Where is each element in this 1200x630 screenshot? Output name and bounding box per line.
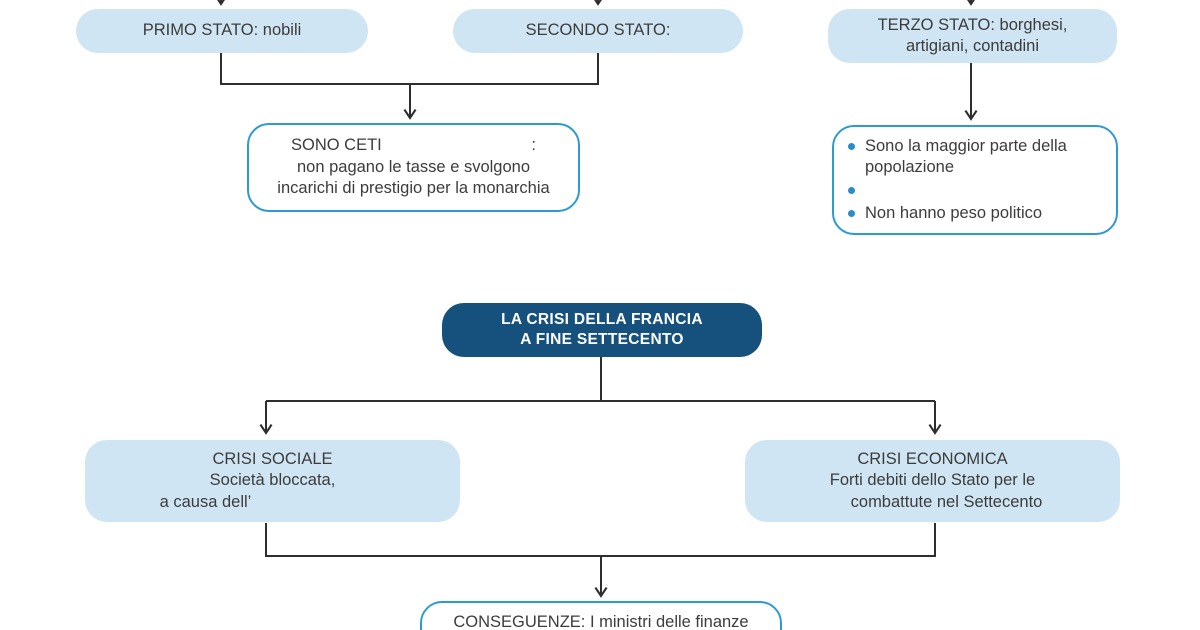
ceti-detail-label: SONO CETI bbox=[291, 136, 382, 155]
bullet-item: Sono la maggior parte della popolazione bbox=[848, 136, 1110, 178]
bullet-text: Sono la maggior parte della popolazione bbox=[865, 137, 1067, 176]
node-crisi-economica: CRISI ECONOMICA Forti debiti dello Stato… bbox=[745, 440, 1120, 522]
node-primo-stato: PRIMO STATO: nobili bbox=[76, 9, 368, 53]
ceti-detail-line3: incarichi di prestigio per la monarchia bbox=[277, 179, 550, 198]
node-secondo-stato: SECONDO STATO: bbox=[453, 9, 743, 53]
terzo-detail-list: Sono la maggior parte della popolazione … bbox=[834, 134, 1116, 226]
crisi-sociale-line2: Società bloccata, bbox=[209, 471, 336, 490]
bullet-item: Non hanno peso politico bbox=[848, 203, 1110, 224]
node-terzo-detail: Sono la maggior parte della popolazione … bbox=[832, 125, 1118, 235]
crisi-title-line2: A FINE SETTECENTO bbox=[520, 331, 684, 348]
bullet-dot-icon bbox=[848, 187, 855, 194]
ceti-detail-colon: : bbox=[531, 136, 536, 155]
node-ceti-detail: SONO CETI : non pagano le tasse e svolgo… bbox=[247, 123, 580, 212]
bullet-item bbox=[848, 180, 1110, 201]
terzo-stato-line1: TERZO STATO: borghesi, bbox=[877, 15, 1068, 34]
crisi-sociale-line1: CRISI SOCIALE bbox=[212, 449, 333, 468]
ceti-detail-line2: non pagano le tasse e svolgono bbox=[296, 157, 530, 176]
node-crisi-sociale: CRISI SOCIALE Società bloccata, a causa … bbox=[85, 440, 460, 522]
crisi-economica-line3: combattute nel Settecento bbox=[850, 492, 1043, 511]
crisi-economica-line2: Forti debiti dello Stato per le bbox=[829, 471, 1036, 490]
terzo-stato-line2: artigiani, contadini bbox=[906, 37, 1039, 55]
ceti-detail-line1: SONO CETI : bbox=[249, 135, 578, 157]
primo-stato-label: PRIMO STATO: nobili bbox=[142, 21, 302, 40]
node-terzo-stato: TERZO STATO: borghesi, artigiani, contad… bbox=[828, 9, 1117, 63]
merge-bracket-top bbox=[220, 53, 599, 85]
crisi-title-line1: LA CRISI DELLA FRANCIA bbox=[501, 311, 703, 328]
secondo-stato-label: SECONDO STATO: bbox=[525, 21, 671, 40]
node-conseguenze: CONSEGUENZE: I ministri delle finanze bbox=[420, 601, 782, 630]
bullet-dot-icon bbox=[848, 143, 855, 150]
conseguenze-line1: CONSEGUENZE: I ministri delle finanze bbox=[453, 613, 749, 630]
merge-bracket-bottom bbox=[265, 523, 936, 557]
bullet-text: Non hanno peso politico bbox=[865, 204, 1043, 222]
bullet-dot-icon bbox=[848, 210, 855, 217]
crisi-economica-line1: CRISI ECONOMICA bbox=[857, 449, 1008, 468]
crisi-sociale-line3: a causa dell’ bbox=[159, 492, 252, 511]
node-crisi-title: LA CRISI DELLA FRANCIA A FINE SETTECENTO bbox=[442, 303, 762, 357]
